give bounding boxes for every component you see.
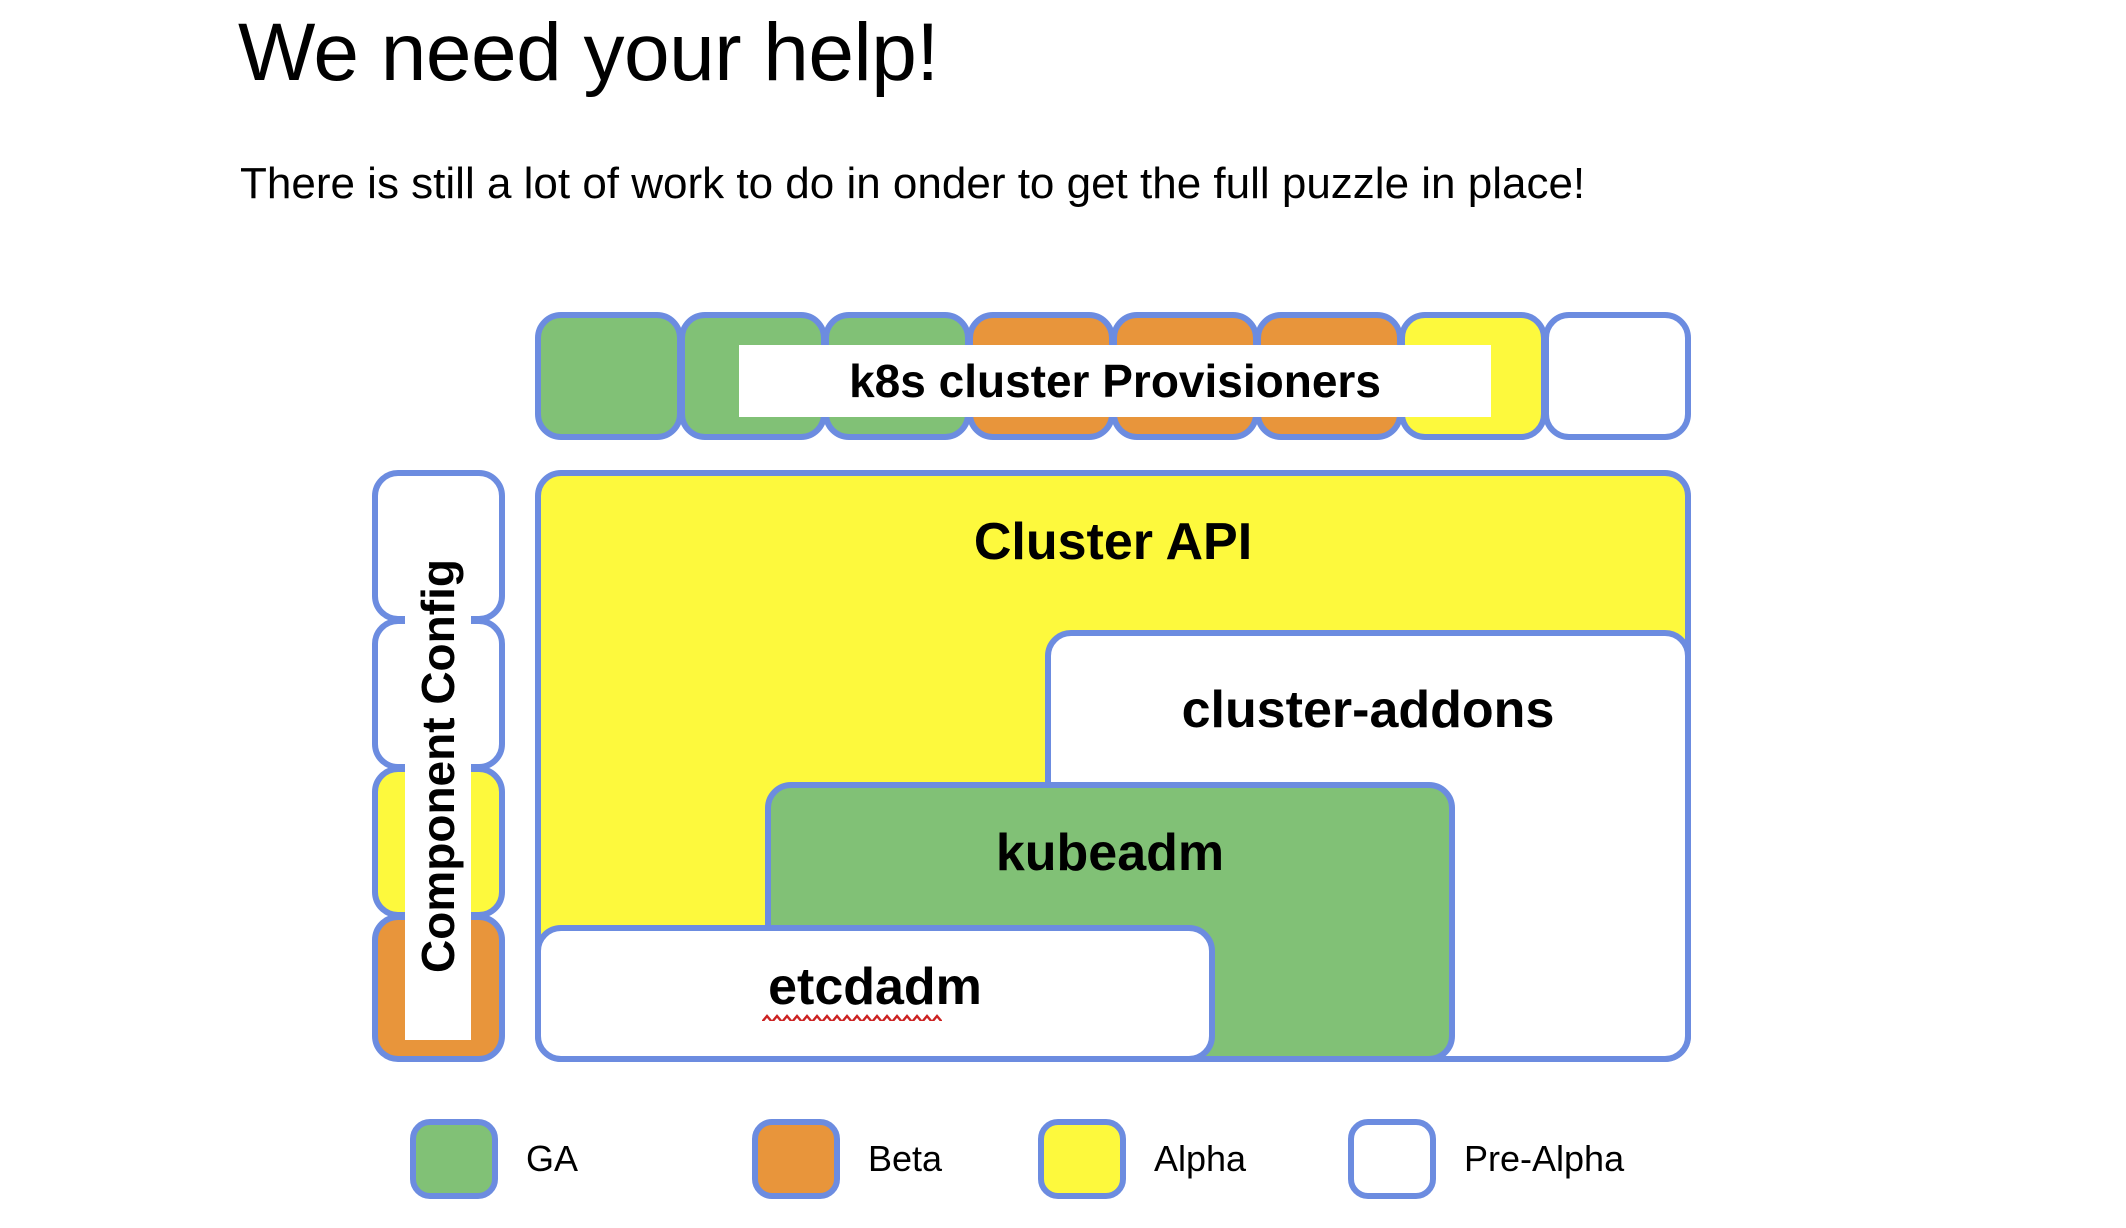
legend-item-ga[interactable]: GA <box>410 1118 578 1200</box>
provisioner-tile-8[interactable] <box>1543 312 1691 440</box>
block-etcdadm-label: etcdadm <box>768 958 982 1016</box>
legend-swatch-pre-alpha <box>1348 1119 1436 1199</box>
provisioner-tile-1[interactable] <box>535 312 683 440</box>
provisioners-row-label: k8s cluster Provisioners <box>739 345 1491 417</box>
legend-item-pre-alpha[interactable]: Pre-Alpha <box>1348 1118 1624 1200</box>
block-etcdadm[interactable] <box>535 925 1215 1062</box>
legend-item-alpha[interactable]: Alpha <box>1038 1118 1246 1200</box>
component-config-label: Component Config <box>405 492 471 1040</box>
block-cluster-addons-label: cluster-addons <box>1181 681 1555 739</box>
block-kubeadm-label: kubeadm <box>995 824 1225 882</box>
page-title: We need your help! <box>238 7 939 98</box>
component-config-label-text: Component Config <box>412 559 465 973</box>
legend-swatch-alpha <box>1038 1119 1126 1199</box>
legend-label-ga: GA <box>526 1138 579 1179</box>
legend-swatch-ga <box>410 1119 498 1199</box>
legend-swatch-beta <box>752 1119 840 1199</box>
legend-item-beta[interactable]: Beta <box>752 1118 942 1200</box>
legend-label-alpha: Alpha <box>1154 1138 1247 1179</box>
spellcheck-underline-icon <box>762 1011 942 1021</box>
legend-label-beta: Beta <box>868 1138 943 1179</box>
page-subtitle: There is still a lot of work to do in on… <box>240 159 1586 208</box>
block-cluster-api-label: Cluster API <box>973 513 1253 571</box>
legend: GA Beta Alpha Pre-Alpha <box>0 1118 2126 1218</box>
legend-label-pre-alpha: Pre-Alpha <box>1464 1138 1625 1179</box>
